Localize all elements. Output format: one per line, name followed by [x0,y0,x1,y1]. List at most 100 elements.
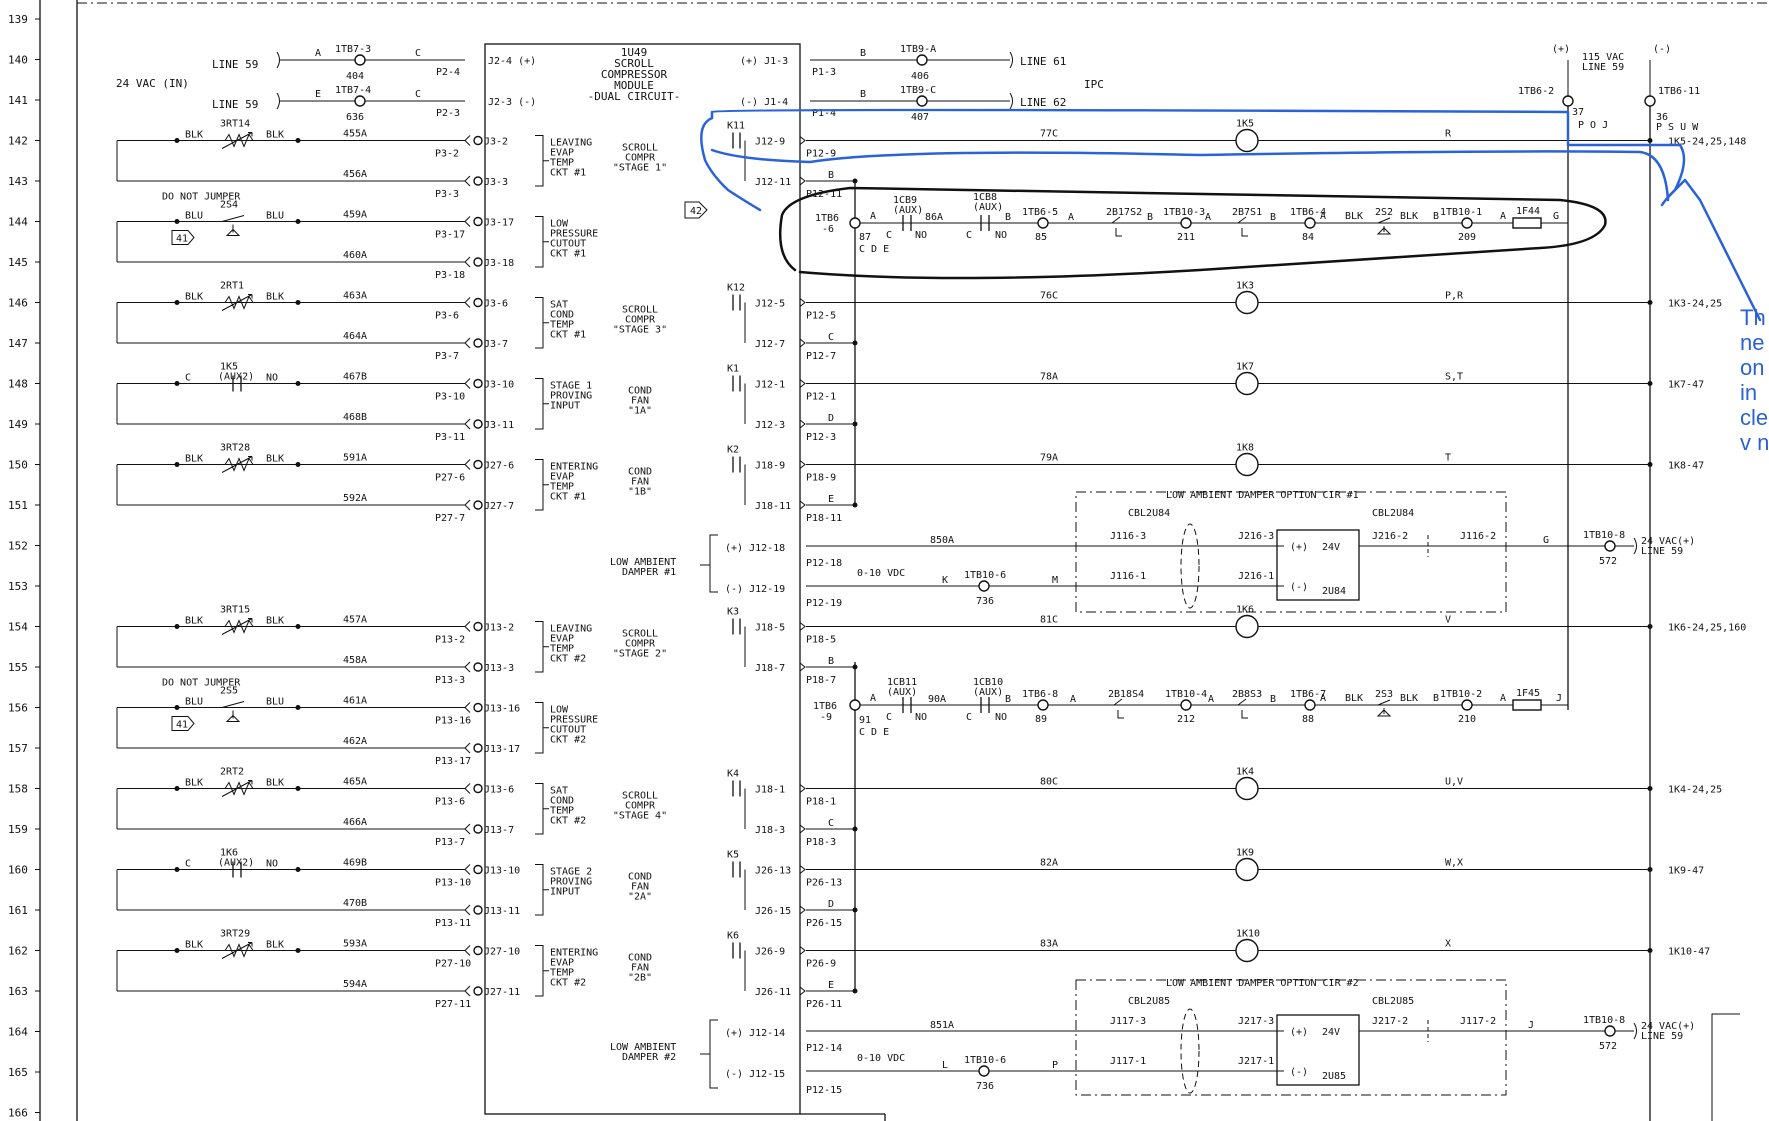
sensor-plug-1: P3-10 [435,392,465,403]
d1-tb108: 1TB10-8 [1583,530,1625,541]
sensor-description: LEAVING [550,138,592,149]
connector-pin [473,459,483,470]
connector-arrow [464,499,471,511]
output-wire-num: 76C [1040,291,1058,302]
sensor-jack-1: J13-16 [484,704,520,715]
contact-destination: P,R [1445,291,1464,302]
coil-label: 1K10 [1236,929,1260,940]
s1-n209: 209 [1458,232,1476,243]
sensor-plug-2: P13-7 [435,837,465,848]
contact-reference: 1K5-24,25,148 [1668,137,1746,148]
sensor-device-label: 1K6 [220,848,238,859]
sensor-wire-label: BLK [185,778,203,789]
connector-arrow [464,297,471,308]
sensor-description: CUTOUT [550,725,586,736]
connector-arrow [464,378,471,389]
wire-b2-label: B [860,89,866,100]
d1-minus: (-) [1290,582,1308,593]
connector-pin [473,176,483,186]
d2-j217-1: J217-1 [1238,1056,1274,1067]
sensor-jack-2: J3-18 [484,258,514,269]
s2-tb68: 1TB6-8 [1022,689,1058,700]
sensor-jack-2: J13-17 [484,744,520,755]
terminal-d2-1tb10-6 [978,1065,990,1077]
safety-string-1: 1TB6 -6 87 C D E A 1CB9 (AUX) C NO 86A 1… [684,192,1568,255]
d1-j216-2: J216-2 [1372,531,1408,542]
sensor-wire2-label: BLU [266,211,284,222]
sensor-wire-num-2: 464A [343,331,367,342]
sensor-wire-label: BLK [185,130,203,141]
rung-number: 153 [8,580,28,593]
relay-coil [1235,776,1259,801]
relay-plug-1: P12-1 [806,392,836,403]
sensor-bracket [535,945,549,997]
d2-cbl2: CBL2U85 [1372,996,1414,1007]
s1-no2: NO [995,230,1007,241]
s1-tbn-label: -6 [822,224,834,235]
relay-description: SCROLL [622,629,658,640]
relay-plug-1: P18-9 [806,473,836,484]
relay-plug-1: P26-13 [806,878,842,889]
relay-common-letter: B [828,170,834,181]
s1-c2: C [966,230,972,241]
connector-arrow [464,418,471,430]
relay-description: SCROLL [622,305,658,316]
coil-label: 1K3 [1236,281,1254,292]
d2-desc-2: DAMPER #2 [622,1052,676,1063]
sensor-device-label: 3RT29 [220,929,250,940]
connector-arrow [799,622,806,631]
d1-tb106: 1TB10-6 [964,570,1006,581]
sensor-wire-label: BLK [185,940,203,951]
relay-common-letter: D [828,413,834,424]
connector-arrow [799,136,806,145]
rung-number: 144 [8,216,28,229]
damper-circuit-2: LOW AMBIENT DAMPER #2 (+) J12-14 (-) J12… [610,978,1695,1096]
relay-plug-2: P18-7 [806,675,836,686]
n37-label: 37 [1572,107,1584,118]
sensor-wire-num-2: 458A [343,655,367,666]
relay-jack-1: J26-13 [755,866,791,877]
sensor-description: LEAVING [550,624,592,635]
relay-jack-2: J18-3 [755,825,785,836]
j2-3-label: J2-3 (-) [488,97,536,108]
contact-destination: X [1445,939,1451,950]
d2-n572: 572 [1599,1041,1617,1052]
junction-dot [295,381,301,386]
connector-arrow [464,135,471,146]
s2-c2: C [966,712,972,723]
relay-description: COND [628,953,652,964]
junction-dot [295,948,301,953]
relay-plug-2: P26-15 [806,918,842,929]
thermistor-symbol [221,294,254,311]
d2-cable-ellipse [1180,1008,1200,1094]
relay-k-label: K11 [727,121,745,132]
relay-jack-2: J12-7 [755,339,785,350]
s2-tb-label: 1TB6 [813,701,837,712]
sensor-description: TEMP [550,482,574,493]
rung-numbers: 1391401411421431441451461471481491501511… [8,13,40,1120]
sensor-wire-num-1: 459A [343,210,367,221]
terminal-1tb10-3 [1180,217,1192,229]
sensor-description: PROVING [550,877,592,888]
power-line59-label: LINE 59 [1582,62,1624,73]
d2-pm: P12-15 [806,1085,842,1096]
s1-c1: C [886,230,892,241]
coil-label: 1K4 [1236,767,1254,778]
connector-arrow [464,702,471,713]
rail37-letters: P O J [1578,120,1608,131]
relay-common-letter: D [828,899,834,910]
sensor-description: CKT #2 [550,735,586,746]
sensor-description: ENTERING [550,948,598,959]
sensor-wire-num-1: 455A [343,129,367,140]
junction-dot [174,381,180,386]
thermistor-symbol [221,456,254,473]
annotation-text-1: Th [1740,305,1766,330]
relay-coil [1235,290,1259,315]
s2-f45: 1F45 [1516,688,1540,699]
d2-j117-3: J117-3 [1110,1016,1146,1027]
power-rails: (+) 115 VAC LINE 59 (-) 1TB6-2 1TB6-11 3… [1518,44,1700,1121]
sensor-description: CKT #2 [550,978,586,989]
p1-3-label: P1-3 [812,67,836,78]
d1-g: G [1543,535,1549,546]
terminal-d2-1tb10-8 [1604,1025,1616,1037]
